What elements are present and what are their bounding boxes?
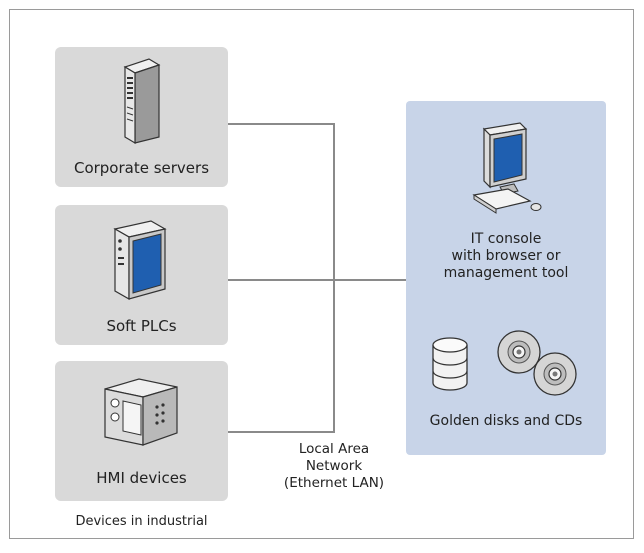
box-label: Soft PLCs (106, 317, 177, 335)
database-disk-icon (432, 337, 468, 391)
soft-plc-icon (113, 220, 167, 301)
lan-label-line: Network (305, 458, 363, 474)
console-label: IT console with browser or management to… (406, 231, 606, 282)
devices-caption: Devices in industrial (75, 514, 208, 529)
computer-monitor-icon (472, 122, 542, 214)
it-panel: IT console with browser or management to… (406, 101, 606, 455)
console-label-line: with browser or (451, 248, 561, 264)
lan-label-line: Local Area (298, 441, 370, 457)
lan-label: Local Area Network (Ethernet LAN) (264, 441, 404, 492)
server-tower-icon (123, 58, 161, 145)
box-soft-plcs: Soft PLCs (55, 205, 228, 345)
storage-label: Golden disks and CDs (429, 413, 583, 429)
console-label-line: IT console (470, 231, 542, 247)
console-label-line: management tool (443, 265, 569, 281)
lan-label-line: (Ethernet LAN) (283, 475, 385, 491)
box-label: Corporate servers (73, 159, 210, 177)
hmi-device-icon (104, 378, 178, 446)
cd-icon (497, 330, 541, 374)
box-hmi-devices: HMI devices (55, 361, 228, 501)
box-corporate-servers: Corporate servers (55, 47, 228, 187)
cd-icon (533, 352, 577, 396)
box-label: HMI devices (96, 469, 187, 487)
